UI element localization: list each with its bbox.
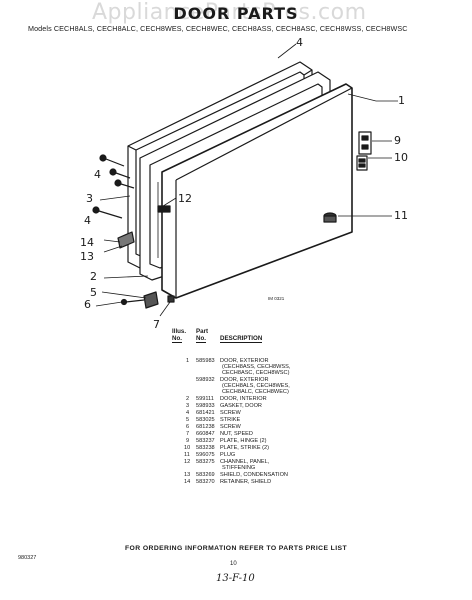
callout-11: 11: [394, 209, 408, 222]
row-desc: CECH8ASC, CECH8WSC): [222, 370, 290, 376]
row-part: 585983: [196, 358, 215, 364]
row-part: 583275: [196, 459, 215, 465]
row-part: 583025: [196, 417, 215, 423]
strike-plate: [356, 155, 368, 171]
callout-13: 13: [80, 250, 94, 263]
callout-4: 4: [84, 214, 91, 227]
callout-4: 4: [94, 168, 101, 181]
header-part: Part: [196, 328, 209, 335]
row-part: 583238: [196, 445, 215, 451]
callout-14: 14: [80, 236, 94, 249]
callout-7: 7: [153, 318, 160, 331]
row-part: 660847: [196, 431, 215, 437]
row-desc: PLATE, HINGE (2): [220, 438, 267, 444]
row-desc: NUT, SPEED: [220, 431, 253, 437]
page-number: 10: [230, 561, 237, 567]
row-part: 599111: [196, 396, 214, 402]
row-part: 583237: [196, 438, 215, 444]
diagram-code: IM 0321: [268, 296, 285, 301]
callout-2: 2: [90, 270, 97, 283]
row-part: 583269: [196, 472, 215, 478]
row-desc: STRIKE: [220, 417, 241, 423]
door-exterior: [161, 83, 353, 299]
header-illus-no: No.: [172, 335, 182, 343]
row-illus: 10: [184, 445, 191, 451]
model-list: Models CECH8ALS, CECH8ALC, CECH8WES, CEC…: [28, 24, 408, 33]
row-desc: (CECH8ASS, CECH8WSS,: [222, 364, 291, 370]
row-illus: 9: [186, 438, 190, 444]
row-desc: PLATE, STRIKE (2): [220, 445, 270, 451]
row-desc: CECH8ALC, CECH8WEC): [222, 389, 289, 395]
row-illus: 14: [184, 479, 191, 485]
header-description: DESCRIPTION: [220, 335, 263, 343]
callout-1: 1: [398, 94, 405, 107]
callout-10: 10: [394, 151, 408, 164]
callout-6: 6: [84, 298, 91, 311]
row-illus: 11: [184, 452, 190, 458]
row-illus: 3: [186, 403, 190, 409]
row-illus: 6: [186, 424, 190, 430]
row-illus: 2: [186, 396, 190, 402]
row-desc: RETAINER, SHIELD: [220, 479, 272, 485]
ordering-note: FOR ORDERING INFORMATION REFER TO PARTS …: [124, 545, 348, 552]
row-desc: GASKET, DOOR: [220, 403, 262, 409]
row-part: 681238: [196, 424, 215, 430]
row-desc: DOOR, EXTERIOR: [220, 358, 269, 364]
row-desc: STIFFENING: [222, 465, 256, 471]
callout-3: 3: [86, 192, 93, 205]
page-title: DOOR PARTS: [173, 4, 299, 23]
row-illus: 4: [186, 410, 190, 416]
leader-lines: [95, 43, 398, 317]
row-illus: 7: [186, 431, 190, 437]
watermark: AppliancePartsPros.com: [92, 0, 367, 25]
row-illus: 5: [186, 417, 190, 423]
strike-hardware: [120, 291, 175, 309]
row-part: 583270: [196, 479, 215, 485]
row-desc: SCREW: [220, 410, 241, 416]
row-desc: SHIELD, CONDENSATION: [220, 472, 288, 478]
screws: [92, 154, 135, 219]
row-part: 598933: [196, 403, 215, 409]
condensation-shield: [117, 231, 135, 249]
header-part-no: No.: [196, 335, 206, 343]
row-desc: DOOR, INTERIOR: [220, 396, 267, 402]
row-desc: PLUG: [220, 452, 236, 458]
callout-4: 4: [296, 36, 303, 49]
exploded-diagram: [92, 43, 398, 317]
row-part: 596075: [196, 452, 215, 458]
document-code: 980327: [18, 555, 37, 561]
handwritten-note: 13-F-10: [216, 573, 255, 584]
row-desc: CHANNEL, PANEL,: [220, 459, 270, 465]
callout-5: 5: [90, 286, 97, 299]
callout-12: 12: [178, 192, 192, 205]
row-part: 598932: [196, 377, 215, 383]
hinge-plate: [358, 131, 372, 155]
row-illus: 1: [186, 358, 190, 364]
row-desc: (CECH8ALS, CECH8WES,: [222, 383, 290, 389]
row-illus: 12: [184, 459, 191, 465]
plug: [323, 212, 337, 223]
row-desc: SCREW: [220, 424, 241, 430]
callout-9: 9: [394, 134, 401, 147]
row-illus: 13: [184, 472, 191, 478]
stiffening-channel: [157, 205, 171, 213]
header-illus: Illus.: [172, 328, 187, 335]
row-desc: DOOR, EXTERIOR: [220, 377, 269, 383]
row-part: 681421: [196, 410, 215, 416]
